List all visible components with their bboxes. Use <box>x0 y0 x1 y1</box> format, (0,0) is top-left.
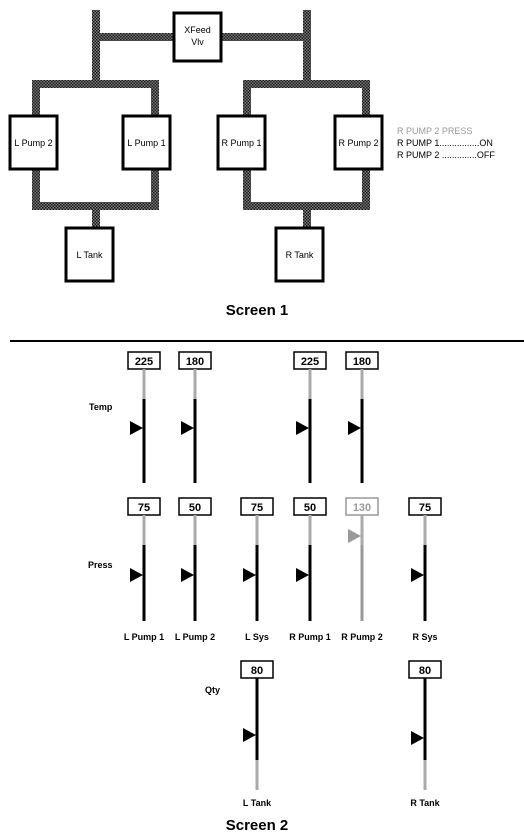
press-gauge-1-pointer <box>130 568 143 582</box>
message-r-pump-2-press: R PUMP 2 PRESS <box>397 126 472 136</box>
press-gauge-3-value: 75 <box>251 502 263 514</box>
qty-gauge-2-pointer <box>411 731 424 745</box>
qty-gauge-1-value: 80 <box>251 665 263 677</box>
r-pump-2-label: R Pump 2 <box>338 138 378 148</box>
xfeed-valve-box <box>172 11 223 63</box>
message-r-pump-2-status: R PUMP 2 ..............OFF <box>397 150 495 160</box>
press-gauge-6-value: 75 <box>419 502 431 514</box>
press-gauge-4-value: 50 <box>304 502 316 514</box>
tank-label-2: R Tank <box>410 798 440 808</box>
column-label-4: R Pump 1 <box>289 632 331 642</box>
column-label-6: R Sys <box>412 632 437 642</box>
press-gauge-5-pointer <box>348 529 361 543</box>
screen-1-schematic: XFeed Vlv L Pump 2 L Pump 1 R Pump 1 R P… <box>8 10 495 319</box>
left-manifold-left <box>32 80 40 115</box>
press-row-label: Press <box>88 560 113 570</box>
left-supply-pipe <box>92 10 100 88</box>
temp-gauge-2-pointer <box>181 421 194 435</box>
right-manifold-right-low <box>362 170 370 210</box>
temp-gauge-1-value: 225 <box>135 356 153 368</box>
press-gauge-3-pointer <box>243 568 256 582</box>
press-gauge-2-value: 50 <box>189 502 201 514</box>
right-manifold-left-low <box>243 170 251 210</box>
qty-gauge-1-pointer <box>243 728 256 742</box>
right-manifold-top <box>243 80 370 88</box>
column-label-5: R Pump 2 <box>341 632 383 642</box>
tank-label-1: L Tank <box>243 798 272 808</box>
press-gauge-6-pointer <box>411 568 424 582</box>
screen-1-title: Screen 1 <box>226 302 289 319</box>
temp-row-label: Temp <box>89 402 113 412</box>
gauge-group: 225 180 225 180 75 L Pump 1 50 L Pump 2 75 L Sys 5… <box>124 351 442 808</box>
qty-row-label: Qty <box>205 685 220 695</box>
l-pump-2-box <box>8 114 59 171</box>
l-pump-2-label: L Pump 2 <box>14 138 52 148</box>
xfeed-valve-label-2: Vlv <box>191 37 204 47</box>
left-tank-pipe <box>92 202 100 228</box>
screen-2-gauges: Temp Press Qty Screen 2 225 180 225 180 75 L … <box>88 351 442 834</box>
left-manifold-right-low <box>151 170 159 210</box>
column-label-2: L Pump 2 <box>175 632 215 642</box>
l-pump-1-box <box>121 114 172 171</box>
left-manifold-left-low <box>32 170 40 210</box>
temp-gauge-2-value: 180 <box>186 356 204 368</box>
temp-gauge-3-pointer <box>296 421 309 435</box>
r-pump-2-box <box>333 114 384 171</box>
temp-gauge-1-pointer <box>130 421 143 435</box>
message-r-pump-1-status: R PUMP 1................ON <box>397 138 493 148</box>
temp-gauge-4-value: 180 <box>353 356 371 368</box>
l-tank-label: L Tank <box>76 250 103 260</box>
r-tank-label: R Tank <box>286 250 314 260</box>
temp-gauge-4-pointer <box>348 421 361 435</box>
press-gauge-2-pointer <box>181 568 194 582</box>
r-pump-1-label: R Pump 1 <box>221 138 261 148</box>
temp-gauge-3-value: 225 <box>301 356 319 368</box>
press-gauge-5-value: 130 <box>353 502 371 514</box>
press-gauge-1-value: 75 <box>138 502 150 514</box>
column-label-1: L Pump 1 <box>124 632 164 642</box>
r-tank-box <box>274 226 325 283</box>
left-manifold-right <box>151 80 159 115</box>
qty-gauge-2-value: 80 <box>419 665 431 677</box>
xfeed-valve-label-1: XFeed <box>184 25 211 35</box>
right-supply-pipe <box>303 10 311 88</box>
l-pump-1-label: L Pump 1 <box>127 138 165 148</box>
right-manifold-left <box>243 80 251 115</box>
r-pump-1-box <box>216 114 267 171</box>
press-gauge-4-pointer <box>296 568 309 582</box>
right-manifold-right <box>362 80 370 115</box>
screen-2-title: Screen 2 <box>226 817 289 834</box>
left-manifold-top <box>32 80 159 88</box>
column-label-3: L Sys <box>245 632 269 642</box>
l-tank-box <box>64 226 115 283</box>
right-tank-pipe <box>303 202 311 228</box>
